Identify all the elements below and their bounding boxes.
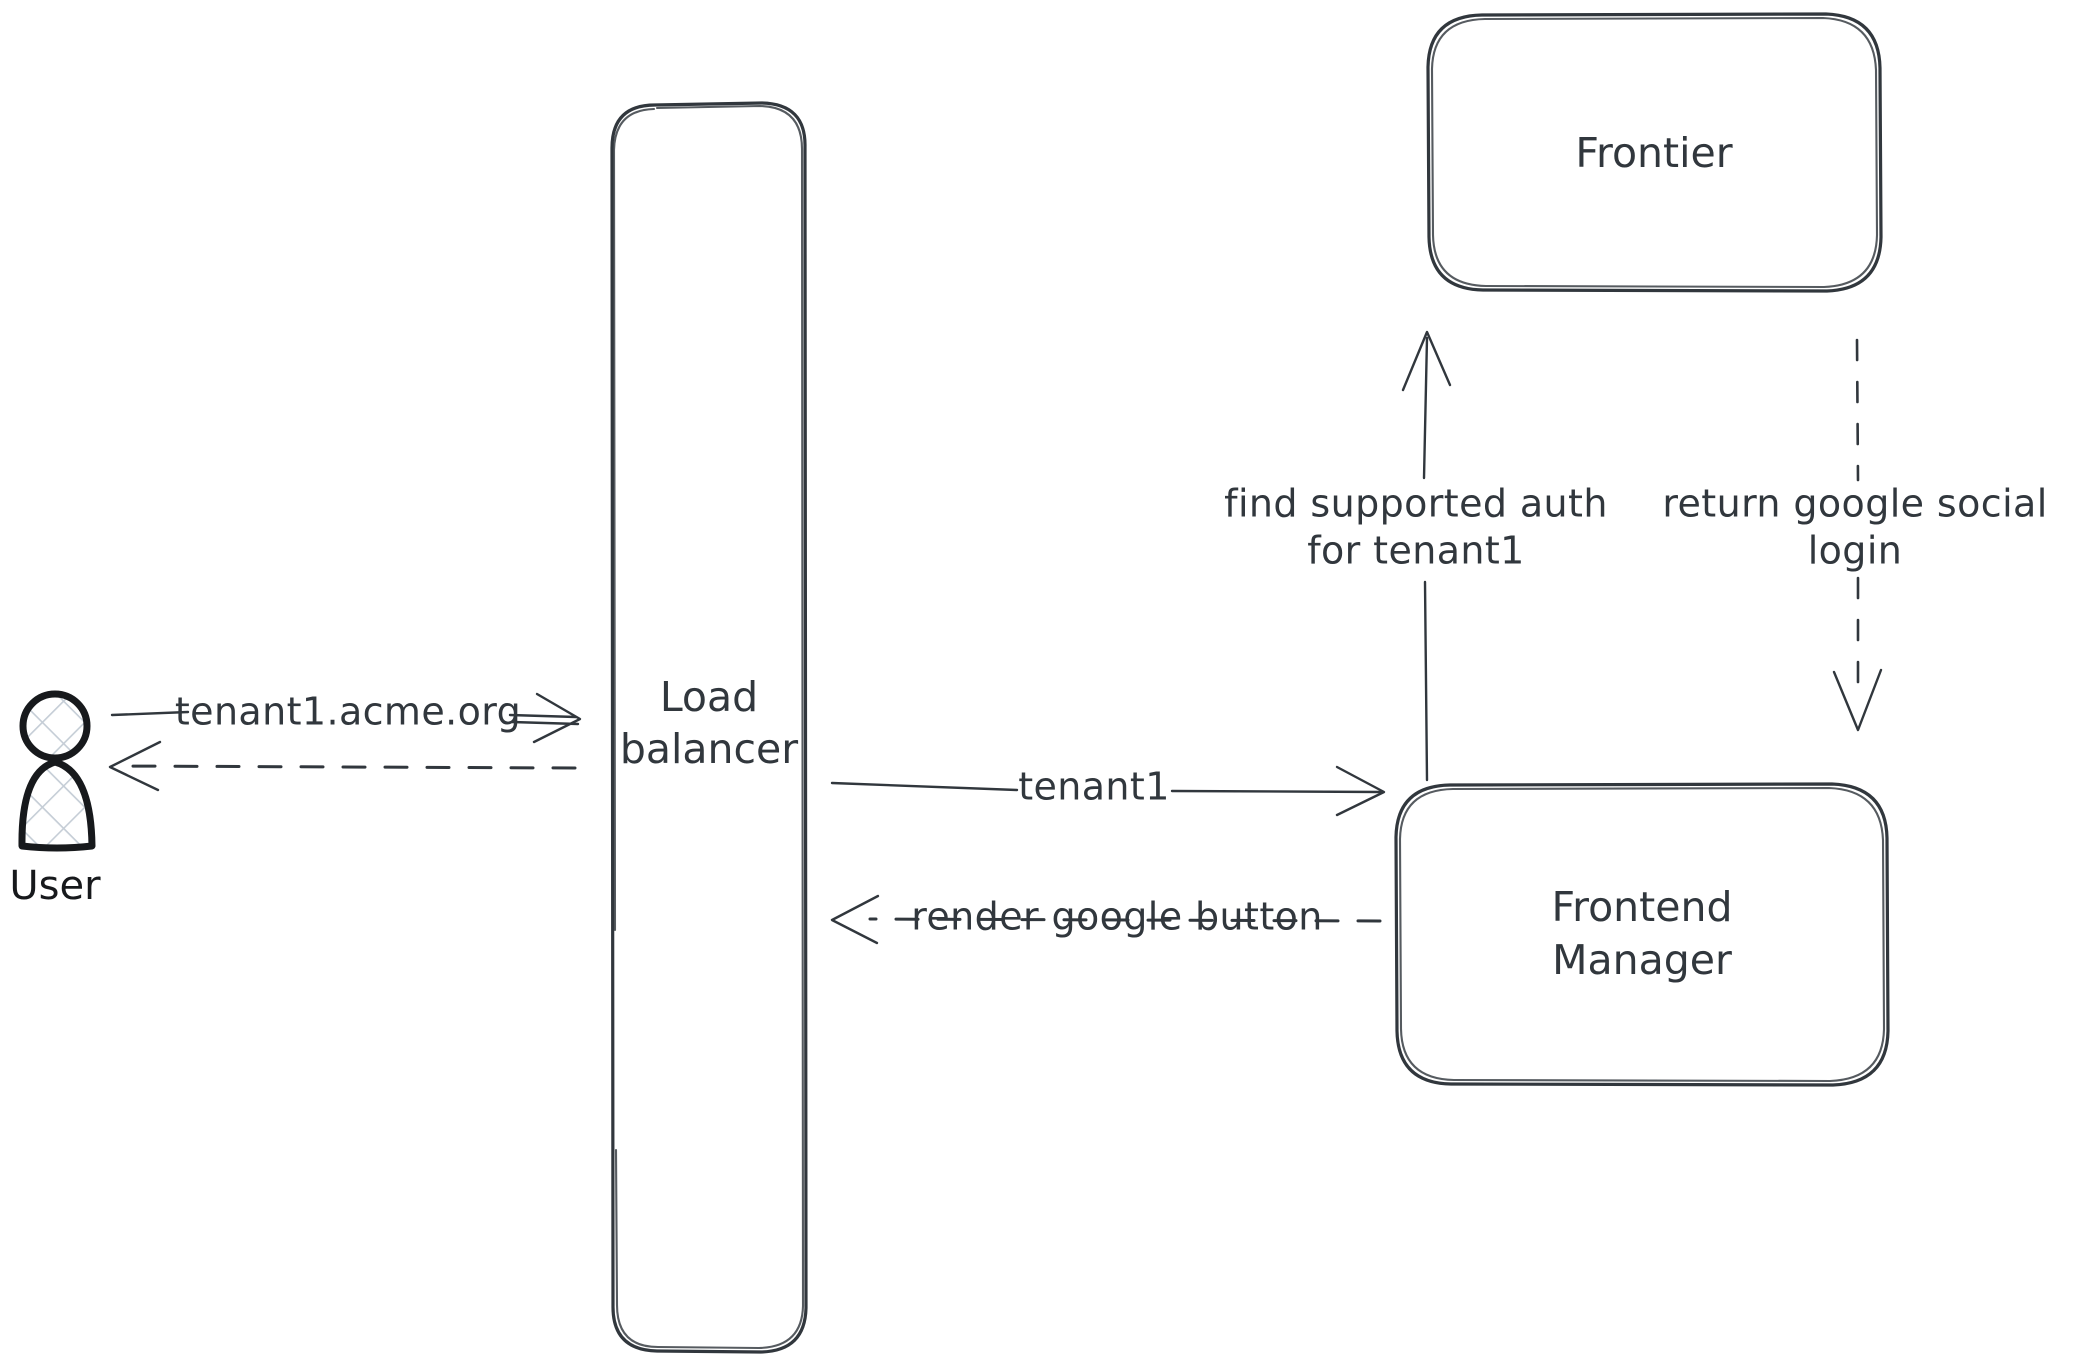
node-frontier[interactable]: Frontier: [1426, 12, 1883, 293]
edge-label-frontend-manager-to-frontier-line2: for tenant1: [1307, 529, 1525, 573]
node-label-frontier-line1: Frontier: [1575, 129, 1732, 177]
edge-label-frontend-manager-to-load-balancer: render google button: [911, 895, 1323, 939]
edge-label-frontend-manager-to-frontier-line1: find supported auth: [1224, 482, 1608, 526]
node-label-load-balancer-line1: Load: [660, 673, 758, 721]
edge-label-user-to-load-balancer: tenant1.acme.org: [175, 690, 521, 734]
node-label-load-balancer-line2: balancer: [620, 725, 798, 773]
node-frontend-manager[interactable]: Frontend Manager: [1394, 782, 1890, 1087]
node-label-frontend-manager-line1: Frontend: [1552, 883, 1733, 931]
edge-label-frontier-to-frontend-manager-line2: login: [1808, 529, 1903, 573]
node-label-frontend-manager-line2: Manager: [1552, 936, 1732, 984]
user-actor-icon: [18, 690, 96, 852]
edge-load-balancer-to-frontend-manager[interactable]: tenant1: [830, 765, 1386, 817]
edge-load-balancer-to-user[interactable]: [108, 740, 577, 792]
node-load-balancer[interactable]: Load balancer: [610, 101, 808, 1354]
edge-frontend-manager-to-frontier[interactable]: find supported auth for tenant1: [1224, 330, 1608, 782]
actor-user[interactable]: User: [9, 690, 101, 909]
edge-frontend-manager-to-load-balancer[interactable]: render google button: [830, 895, 1382, 945]
edge-user-to-load-balancer[interactable]: tenant1.acme.org: [110, 690, 582, 744]
edge-label-frontier-to-frontend-manager-line1: return google social: [1662, 482, 2047, 526]
edge-label-load-balancer-to-frontend-manager: tenant1: [1018, 765, 1170, 809]
edge-frontier-to-frontend-manager[interactable]: return google social login: [1662, 338, 2047, 732]
actor-label-user: User: [9, 863, 101, 909]
